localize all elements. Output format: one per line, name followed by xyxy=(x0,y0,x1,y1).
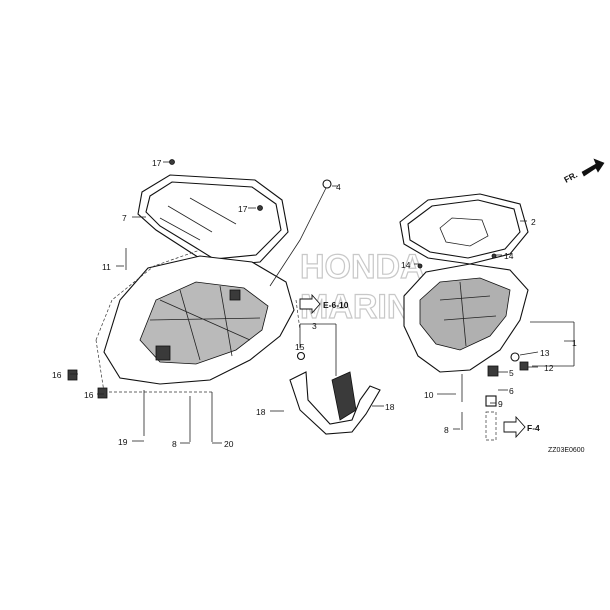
plug-16a xyxy=(67,369,78,381)
callout-10: 10 xyxy=(424,390,434,400)
reference-f-4[interactable]: F-4 xyxy=(503,415,540,439)
watermark-line-1: HONDA xyxy=(300,248,425,286)
front-direction-indicator: FR. xyxy=(562,158,605,185)
callout-16-lower: 16 xyxy=(84,390,94,400)
oil-case-assembly xyxy=(103,255,295,385)
callout-14-left: 14 xyxy=(401,260,411,270)
callout-2: 2 xyxy=(531,217,536,227)
front-direction-arrow-icon xyxy=(581,158,605,177)
reference-label-e-6-10: E-6-10 xyxy=(323,300,349,310)
callout-18-right: 18 xyxy=(385,402,395,412)
oil-pan xyxy=(403,263,529,373)
callout-17-top: 17 xyxy=(152,158,162,168)
callout-15: 15 xyxy=(295,342,305,352)
gasket-left xyxy=(137,174,289,267)
callout-9: 9 xyxy=(498,399,503,409)
callout-4: 4 xyxy=(336,182,341,192)
callout-8-left: 8 xyxy=(172,439,177,449)
callout-12: 12 xyxy=(544,363,554,373)
callout-19: 19 xyxy=(118,437,128,447)
callout-18-left: 18 xyxy=(256,407,266,417)
callout-16-upper: 16 xyxy=(52,370,62,380)
callout-17-mid: 17 xyxy=(238,204,248,214)
callout-5: 5 xyxy=(509,368,514,378)
gasket-right xyxy=(399,193,529,265)
callout-20: 20 xyxy=(224,439,234,449)
plug-16b xyxy=(97,387,108,399)
dipstick xyxy=(269,179,332,287)
callout-13: 13 xyxy=(540,348,550,358)
callout-6: 6 xyxy=(509,386,514,396)
callout-14-right: 14 xyxy=(504,251,514,261)
drawing-code: ZZ03E0600 xyxy=(548,447,585,454)
oil-strainer xyxy=(289,371,381,435)
bolts xyxy=(67,159,529,442)
front-direction-label: FR. xyxy=(562,170,579,185)
leader-lines xyxy=(70,161,575,444)
callouts: 17 7 4 17 11 2 14 14 3 15 1 13 12 5 6 10… xyxy=(52,158,577,449)
callout-8-right: 8 xyxy=(444,425,449,435)
reference-e-6-10[interactable]: E-6-10 xyxy=(299,293,349,315)
callout-7: 7 xyxy=(122,213,127,223)
reference-label-f-4: F-4 xyxy=(527,423,540,433)
callout-1: 1 xyxy=(572,338,577,348)
callout-3: 3 xyxy=(312,321,317,331)
callout-11: 11 xyxy=(102,262,111,272)
